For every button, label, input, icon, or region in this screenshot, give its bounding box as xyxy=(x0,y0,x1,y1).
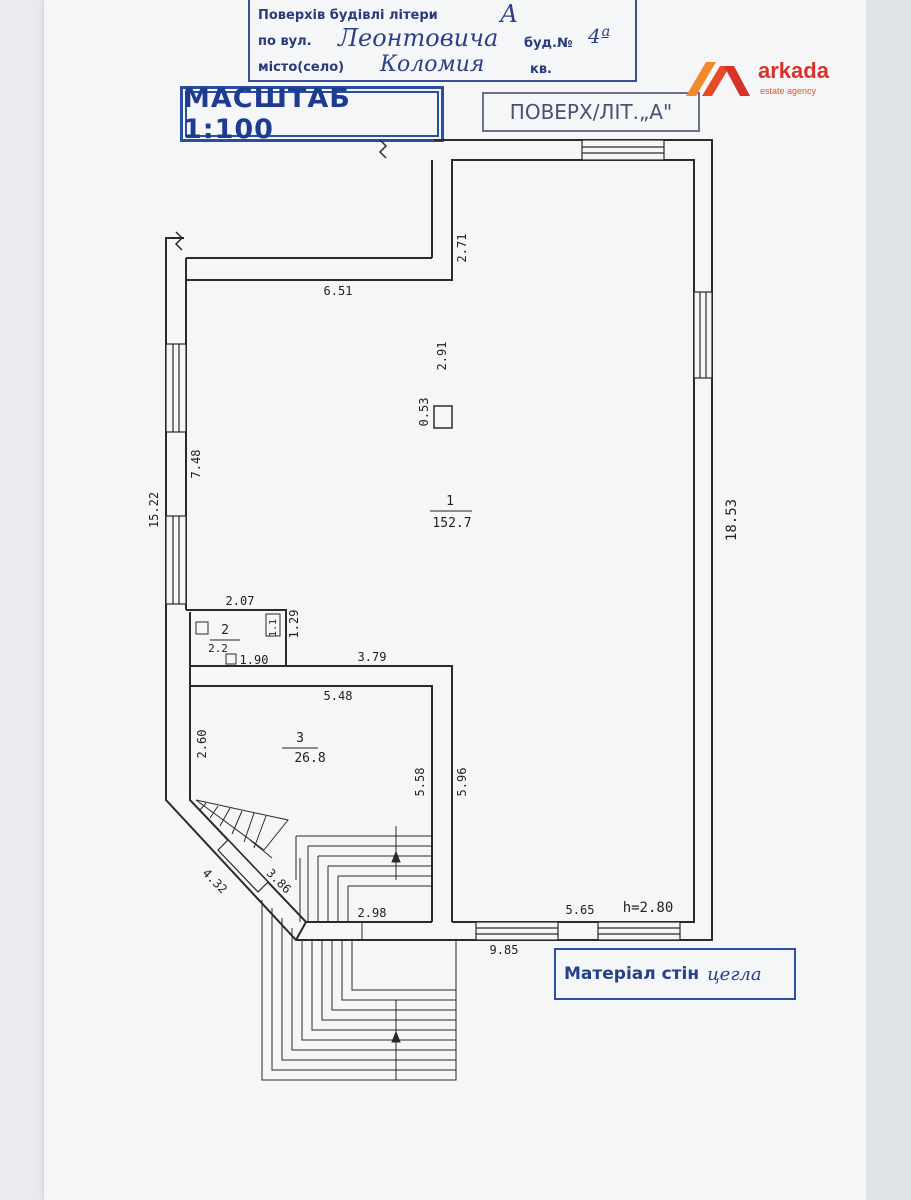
dim-ceiling-height: h=2.80 xyxy=(623,900,674,916)
stamp-line-1-label: Поверхів будівлі літери xyxy=(258,8,438,23)
dim-15-22: 15.22 xyxy=(147,492,161,528)
stamp-city: Коломия xyxy=(380,52,485,77)
dim-2-60: 2.60 xyxy=(195,730,209,759)
corner-wall xyxy=(295,921,307,941)
dim-5-65: 5.65 xyxy=(566,903,595,917)
address-stamp xyxy=(248,0,637,82)
wall-material-label: Матеріал стін xyxy=(564,964,700,984)
floor-stamp: ПОВЕРХ/ЛІТ.„А" xyxy=(482,92,700,132)
dim-2-71: 2.71 xyxy=(455,234,469,263)
windows xyxy=(165,139,713,941)
window-diagonal xyxy=(217,839,269,893)
room-2-number: 2 xyxy=(221,623,229,638)
room-3-top-right xyxy=(189,666,433,922)
column xyxy=(433,405,453,429)
walls xyxy=(165,139,713,941)
dim-5-58: 5.58 xyxy=(413,768,427,797)
stamp-building-number: 4ª xyxy=(588,24,611,48)
room-2-walls xyxy=(186,609,287,667)
scale-stamp: МАСШТАБ 1:100 xyxy=(180,83,444,145)
wall-material-value: цегла xyxy=(707,963,762,985)
stamp-building-label: буд.№ xyxy=(524,36,573,51)
dim-9-85: 9.85 xyxy=(490,943,519,957)
logo-tagline: estate agency xyxy=(760,86,817,96)
arkada-logo-icon xyxy=(686,62,750,96)
dim-1-29: 1.29 xyxy=(287,610,301,639)
room-2-area: 2.2 xyxy=(208,642,228,655)
window-bottom-1 xyxy=(475,921,559,941)
window-right xyxy=(693,291,713,379)
stamp-line-1-value: А xyxy=(500,0,519,28)
dim-2-07: 2.07 xyxy=(226,594,255,608)
dim-0-53: 0.53 xyxy=(417,398,431,427)
sheet-edge xyxy=(866,0,911,1200)
dim-5-48: 5.48 xyxy=(324,689,353,703)
stamp-line-2-label: по вул. xyxy=(258,34,312,49)
dim-6-51: 6.51 xyxy=(324,284,353,298)
room-1-number: 1 xyxy=(446,494,454,509)
dim-1-1: 1.1 xyxy=(268,619,279,637)
room-labels: 1 152.7 2 2.2 3 26.8 xyxy=(208,494,472,766)
outer-wall-outer xyxy=(165,139,713,941)
dim-2-98: 2.98 xyxy=(358,906,387,920)
room-3-area: 26.8 xyxy=(294,751,325,766)
dim-4-32: 4.32 xyxy=(200,866,230,896)
inner-staircase xyxy=(195,799,289,859)
room-1-area: 152.7 xyxy=(432,516,471,531)
window-bottom-2 xyxy=(597,921,681,941)
stamp-line-3-label: місто(село) xyxy=(258,60,345,75)
stamp-street: Леонтовича xyxy=(338,24,499,52)
corridor-wall xyxy=(286,665,453,922)
window-left-1 xyxy=(165,343,187,433)
stamp-apt-label: кв. xyxy=(530,62,552,77)
outer-wall-inner xyxy=(185,159,695,923)
logo-name: arkada xyxy=(758,58,829,83)
window-top xyxy=(581,139,665,161)
dim-1-90: 1.90 xyxy=(240,653,269,667)
dim-18-53: 18.53 xyxy=(724,499,740,541)
dim-5-96: 5.96 xyxy=(455,768,469,797)
window-left-2 xyxy=(165,515,187,605)
entrance-steps-lower xyxy=(261,900,457,1081)
wall-break-marks xyxy=(174,139,388,251)
arkada-logo: arkada estate agency xyxy=(684,56,874,106)
wall-material-stamp: Матеріал стін цегла xyxy=(554,948,796,1000)
dim-2-91: 2.91 xyxy=(435,342,449,371)
dim-3-79: 3.79 xyxy=(358,650,387,664)
entrance-steps-upper xyxy=(295,826,432,922)
dim-7-48: 7.48 xyxy=(189,450,203,479)
toilet-fixture xyxy=(195,613,281,665)
room-3-number: 3 xyxy=(296,731,304,746)
